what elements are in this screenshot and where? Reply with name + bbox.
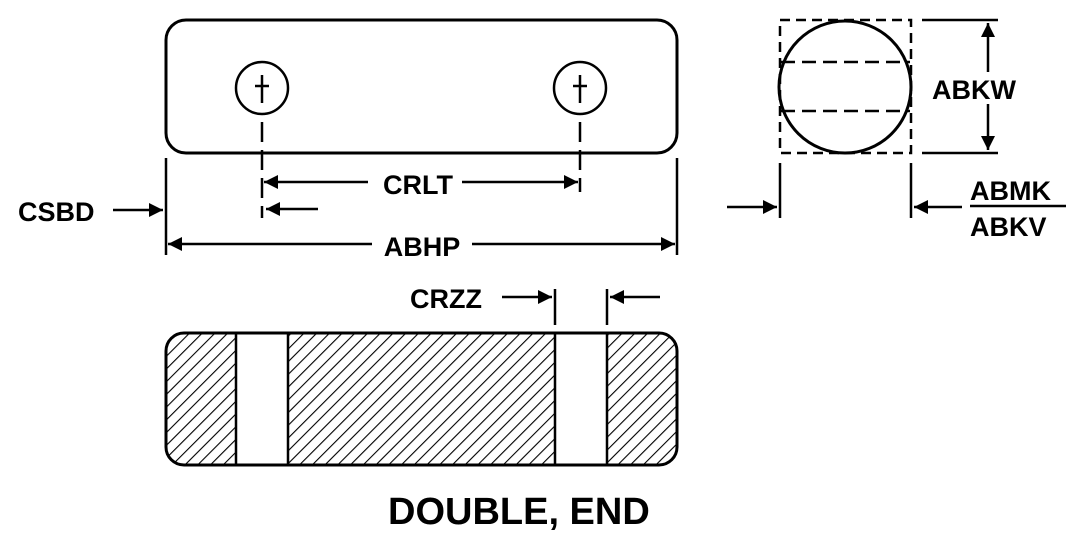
right-hole	[552, 60, 608, 116]
left-hole	[234, 60, 290, 116]
abhp-dimension: ABHP	[168, 232, 675, 262]
end-view-circle	[777, 19, 913, 155]
abkv-label: ABKV	[970, 212, 1047, 242]
abkw-label: ABKW	[932, 75, 1016, 105]
csbd-label: CSBD	[18, 197, 95, 227]
hatched-region-left	[166, 333, 236, 465]
abmk-label: ABMK	[970, 176, 1051, 206]
top-view	[164, 18, 679, 255]
crlt-label: CRLT	[383, 170, 453, 200]
plate-outline	[164, 18, 679, 155]
crzz-label: CRZZ	[410, 284, 482, 314]
section-view	[164, 331, 679, 467]
drawing-caption: DOUBLE, END	[388, 491, 650, 533]
crlt-dimension: CRLT	[264, 170, 578, 200]
csbd-dimension: CSBD	[18, 197, 163, 227]
section-outline	[164, 331, 679, 467]
abmk-abkv-dimension: ABMK ABKV	[727, 176, 1066, 242]
hatched-region-right	[607, 333, 677, 465]
abhp-label: ABHP	[384, 232, 461, 262]
abkw-dimension: ABKW	[922, 18, 1016, 155]
end-view	[777, 18, 913, 218]
crzz-dimension: CRZZ	[410, 284, 660, 325]
hatched-region-center	[288, 333, 555, 465]
